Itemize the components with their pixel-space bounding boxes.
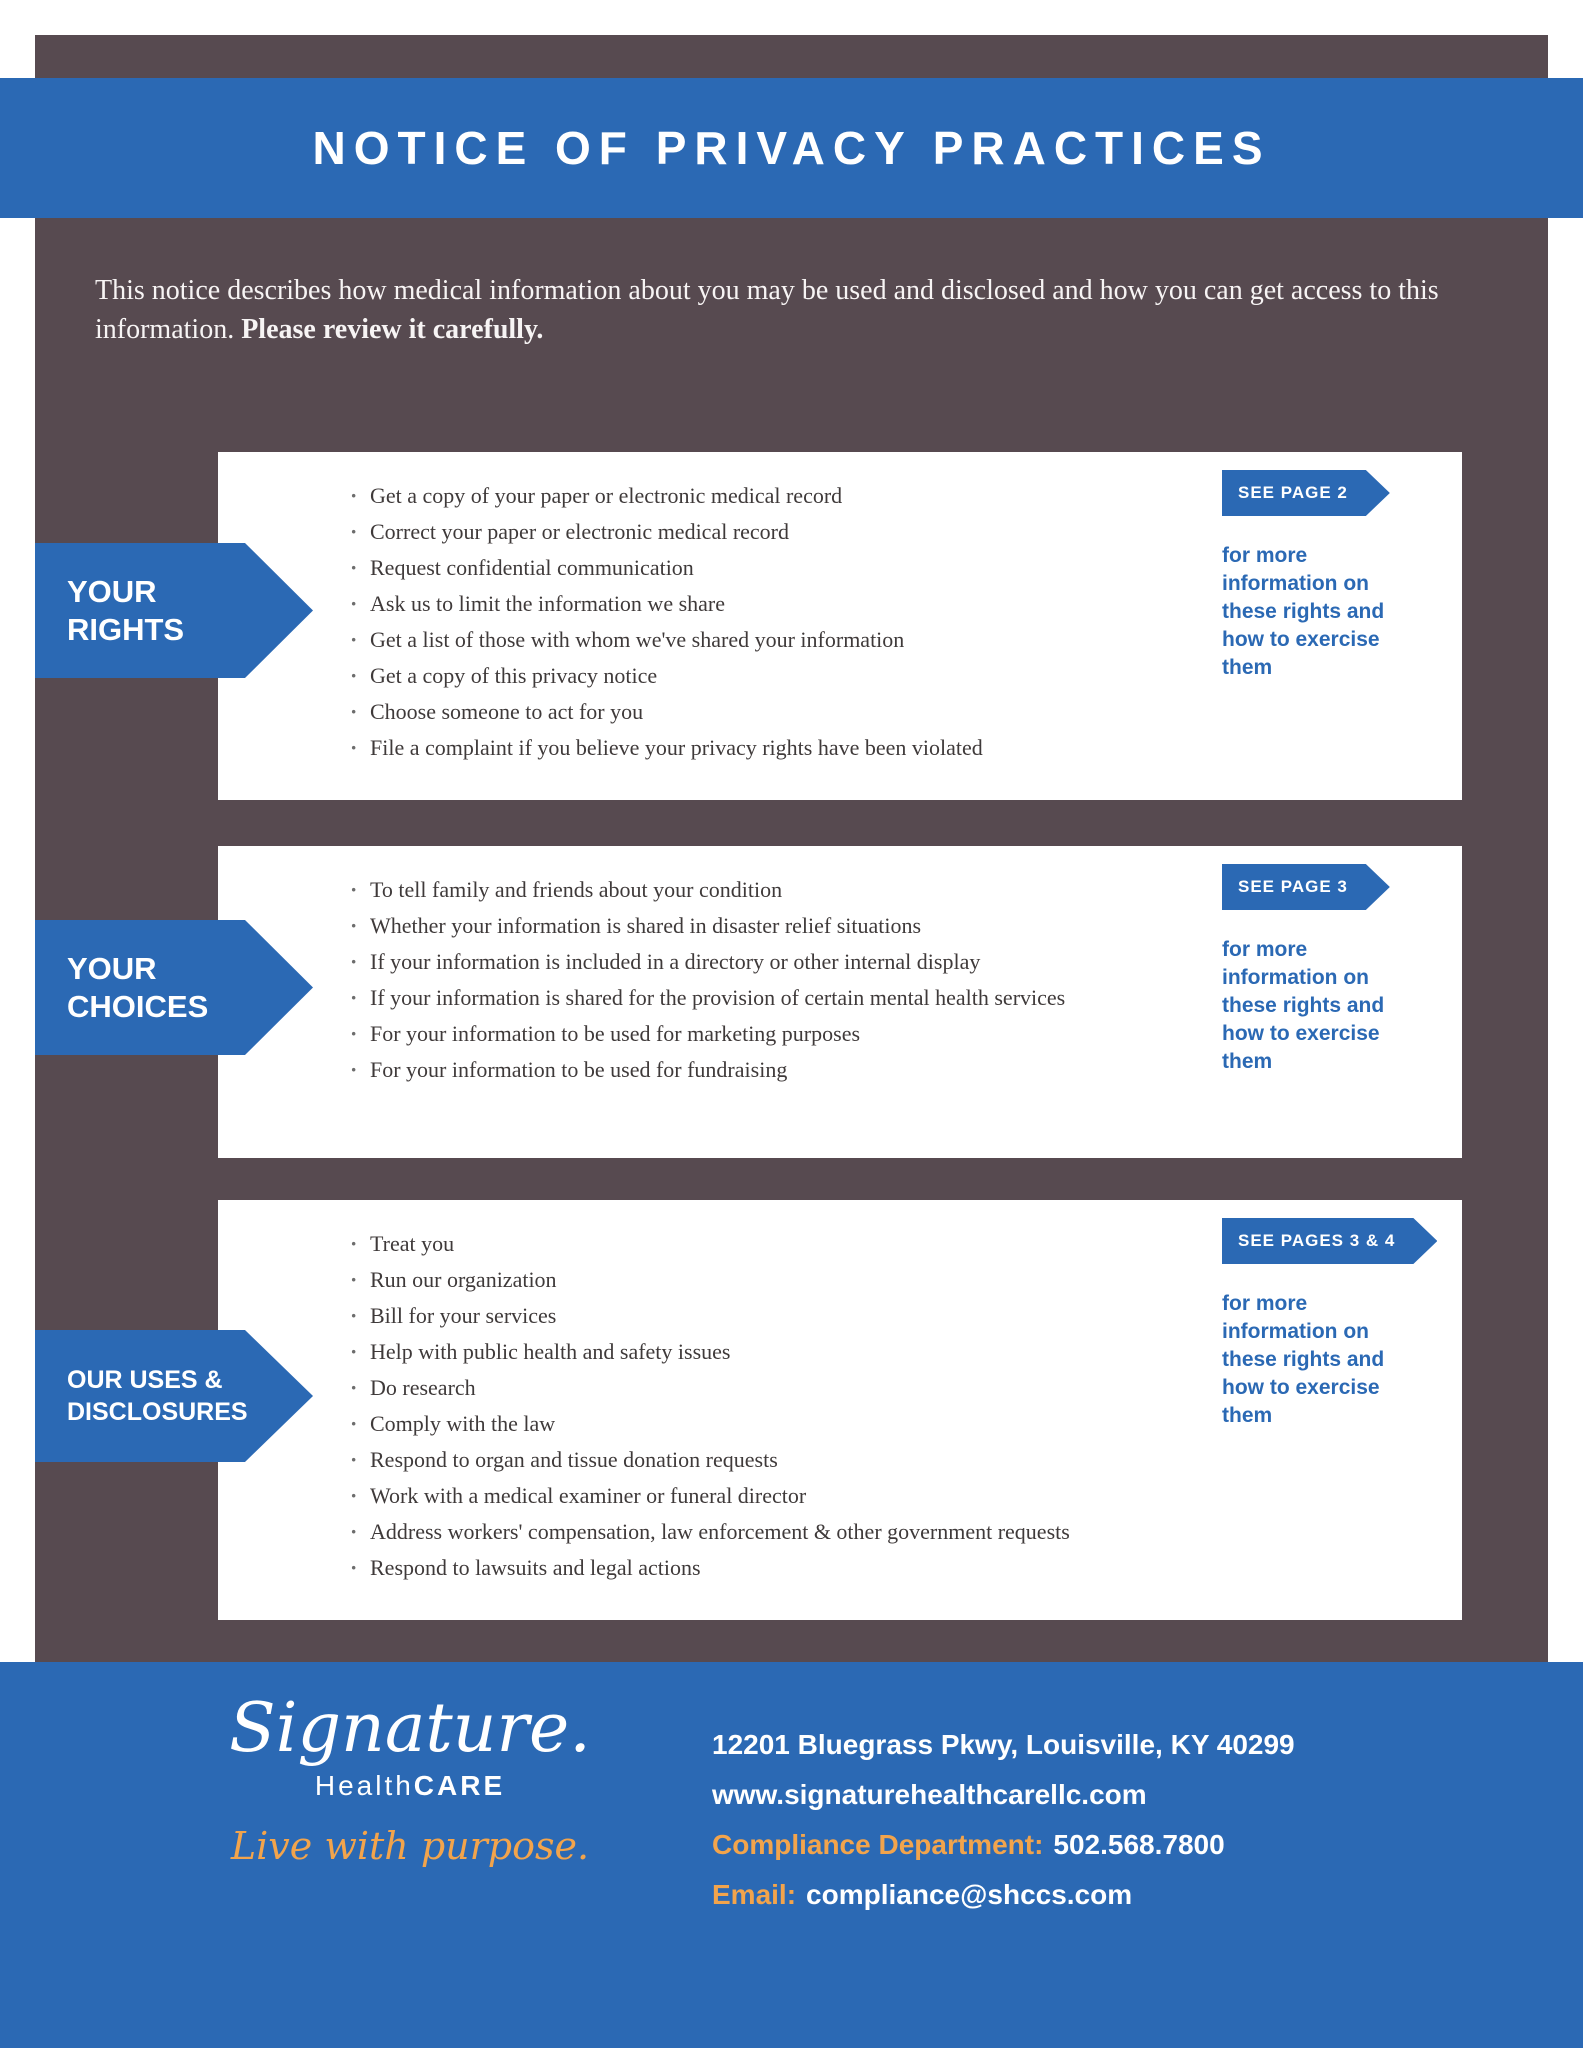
- more-info-text: for more information on these rights and…: [1222, 938, 1385, 1073]
- more-info-text: for more information on these rights and…: [1222, 544, 1385, 679]
- logo-script-text: Signature.: [229, 1689, 591, 1768]
- bullet-item: Work with a medical examiner or funeral …: [350, 1478, 1170, 1514]
- contact-block: 12201 Bluegrass Pkwy, Louisville, KY 402…: [712, 1720, 1295, 1920]
- website-line: www.signaturehealthcarellc.com: [712, 1779, 1147, 1810]
- bullet-item: Bill for your services: [350, 1298, 1170, 1334]
- bullet-item: If your information is shared for the pr…: [350, 980, 1170, 1016]
- bullet-item: For your information to be used for mark…: [350, 1016, 1170, 1052]
- header-band: NOTICE OF PRIVACY PRACTICES: [0, 78, 1583, 218]
- see-page-badge: SEE PAGES 3 & 4: [1222, 1218, 1437, 1264]
- address-line: 12201 Bluegrass Pkwy, Louisville, KY 402…: [712, 1729, 1295, 1760]
- section-your-choices: To tell family and friends about your co…: [218, 846, 1462, 1158]
- bullet-item: Respond to organ and tissue donation req…: [350, 1442, 1170, 1478]
- pennant-your-choices: YOUR CHOICES: [35, 920, 313, 1055]
- compliance-label: Compliance Department:: [712, 1829, 1044, 1860]
- bullet-item: For your information to be used for fund…: [350, 1052, 1170, 1088]
- rights-side-column: SEE PAGE 2 for more information on these…: [1222, 470, 1462, 682]
- bullet-item: Choose someone to act for you: [350, 694, 1170, 730]
- bullet-item: Treat you: [350, 1226, 1170, 1262]
- bullet-item: Get a list of those with whom we've shar…: [350, 622, 1170, 658]
- email-line: Email: compliance@shccs.com: [712, 1870, 1295, 1920]
- compliance-line: Compliance Department: 502.568.7800: [712, 1820, 1295, 1870]
- see-page-badge: SEE PAGE 2: [1222, 470, 1390, 516]
- section-our-uses-disclosures: Treat you Run our organization Bill for …: [218, 1200, 1462, 1620]
- bullet-item: If your information is included in a dir…: [350, 944, 1170, 980]
- bullet-item: Get a copy of this privacy notice: [350, 658, 1170, 694]
- uses-bullet-list: Treat you Run our organization Bill for …: [218, 1200, 1170, 1586]
- choices-side-column: SEE PAGE 3 for more information on these…: [1222, 864, 1462, 1076]
- see-page-badge: SEE PAGE 3: [1222, 864, 1390, 910]
- bullet-item: Get a copy of your paper or electronic m…: [350, 478, 1170, 514]
- bullet-item: Ask us to limit the information we share: [350, 586, 1170, 622]
- pennant-label: YOUR CHOICES: [67, 950, 209, 1024]
- section-your-rights: Get a copy of your paper or electronic m…: [218, 452, 1462, 800]
- pennant-our-uses-disclosures: OUR USES & DISCLOSURES: [35, 1330, 313, 1462]
- footer-band: Signature. HealthCARE Live with purpose.…: [0, 1662, 1583, 2048]
- rights-bullet-list: Get a copy of your paper or electronic m…: [218, 452, 1170, 766]
- bullet-item: File a complaint if you believe your pri…: [350, 730, 1170, 766]
- bullet-item: To tell family and friends about your co…: [350, 872, 1170, 908]
- logo-subtext: HealthCARE: [190, 1770, 630, 1802]
- pennant-label: OUR USES & DISCLOSURES: [67, 1366, 248, 1426]
- email-value: compliance@shccs.com: [806, 1879, 1133, 1910]
- bullet-item: Correct your paper or electronic medical…: [350, 514, 1170, 550]
- bullet-item: Whether your information is shared in di…: [350, 908, 1170, 944]
- intro-paragraph: This notice describes how medical inform…: [95, 271, 1475, 349]
- pennant-your-rights: YOUR RIGHTS: [35, 543, 313, 678]
- bullet-item: Do research: [350, 1370, 1170, 1406]
- intro-text: This notice describes how medical inform…: [95, 275, 1439, 345]
- more-info-text: for more information on these rights and…: [1222, 1292, 1385, 1427]
- compliance-phone: 502.568.7800: [1053, 1829, 1225, 1860]
- logo-tagline: Live with purpose.: [230, 1824, 590, 1868]
- bullet-item: Address workers' compensation, law enfor…: [350, 1514, 1170, 1550]
- choices-bullet-list: To tell family and friends about your co…: [218, 846, 1170, 1088]
- intro-emphasis: Please review it carefully.: [241, 314, 544, 345]
- bullet-item: Run our organization: [350, 1262, 1170, 1298]
- logo-health-text: Health: [314, 1770, 414, 1801]
- signature-healthcare-logo: Signature. HealthCARE Live with purpose.: [190, 1689, 630, 1869]
- uses-side-column: SEE PAGES 3 & 4 for more information on …: [1222, 1218, 1462, 1430]
- page-title: NOTICE OF PRIVACY PRACTICES: [312, 122, 1271, 174]
- pennant-label: YOUR RIGHTS: [67, 573, 185, 647]
- bullet-item: Comply with the law: [350, 1406, 1170, 1442]
- email-label: Email:: [712, 1879, 797, 1910]
- logo-care-text: CARE: [413, 1770, 506, 1801]
- bullet-item: Respond to lawsuits and legal actions: [350, 1550, 1170, 1586]
- bullet-item: Help with public health and safety issue…: [350, 1334, 1170, 1370]
- bullet-item: Request confidential communication: [350, 550, 1170, 586]
